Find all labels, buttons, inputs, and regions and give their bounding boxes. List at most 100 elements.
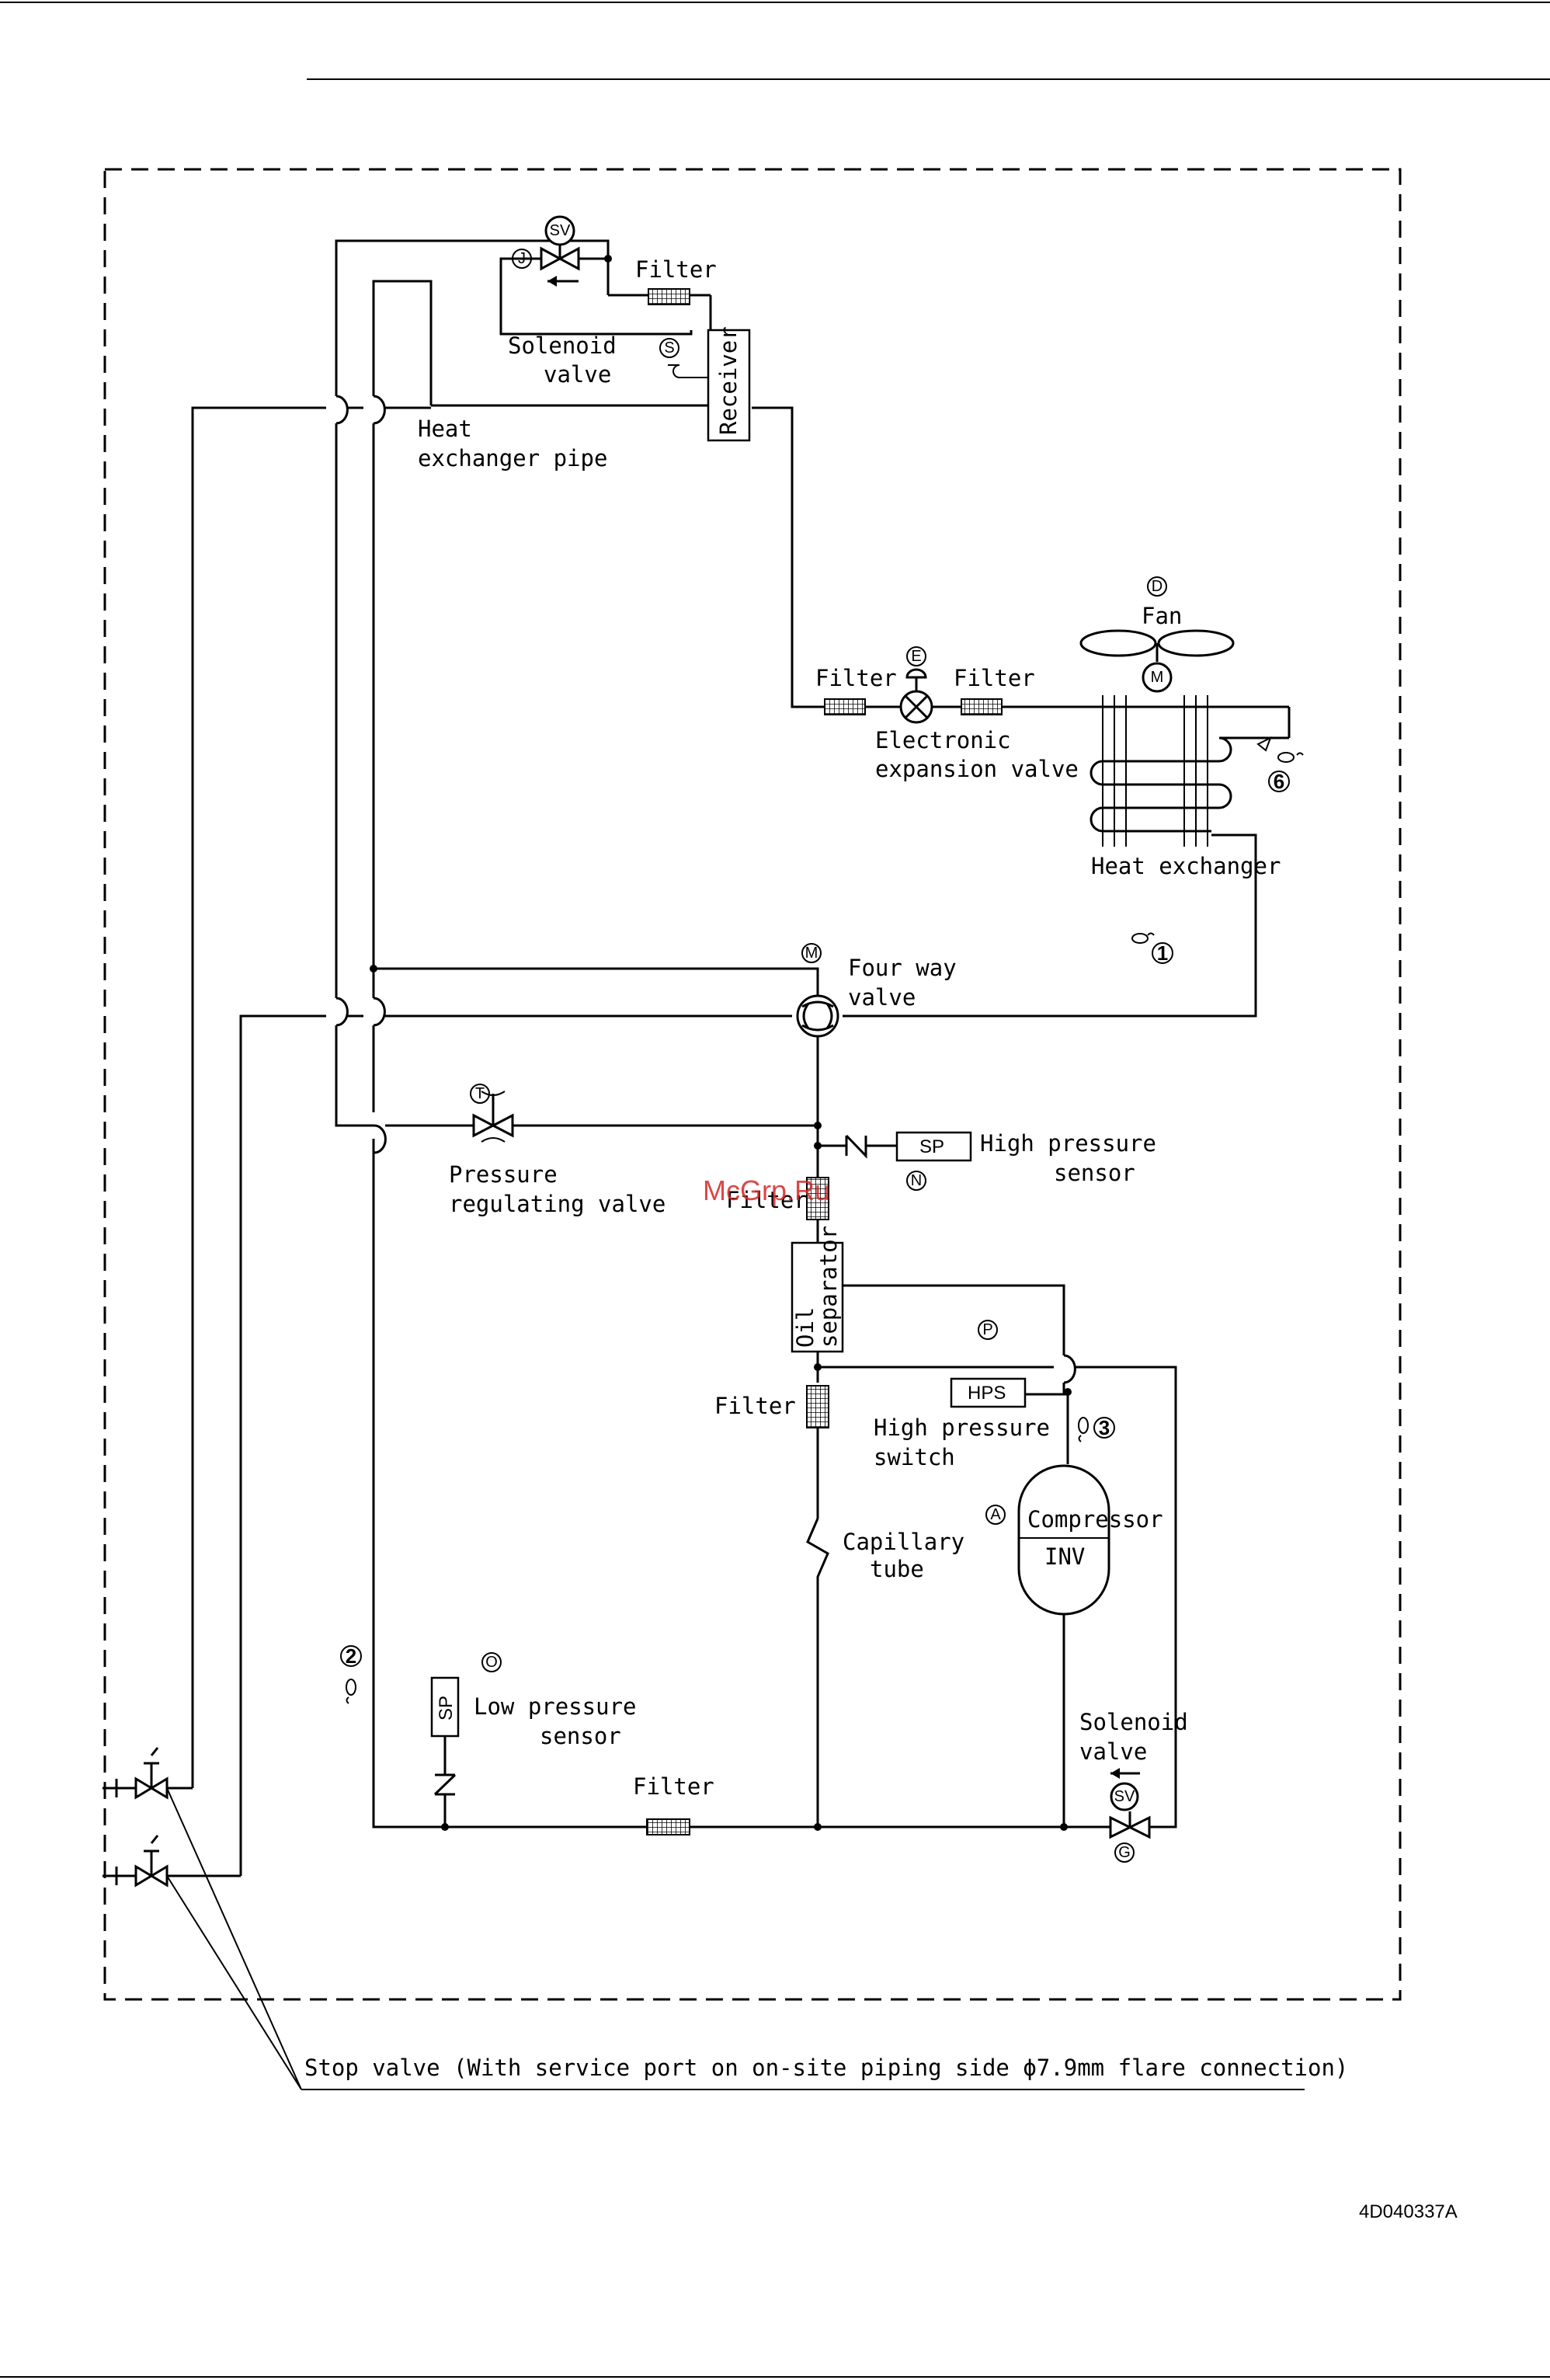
svg-text:N: N: [911, 1172, 922, 1189]
motor-label: M: [1151, 669, 1164, 686]
solenoid-valve-g: SV: [1109, 1768, 1151, 1839]
thermistor-2: 2: [340, 1644, 362, 1704]
solenoid-g-label-2: valve: [1079, 1738, 1147, 1765]
pressure-reg-label-1: Pressure: [449, 1161, 558, 1188]
svg-text:O: O: [485, 1654, 498, 1671]
capillary-label-2: tube: [870, 1556, 924, 1582]
receiver: [707, 329, 751, 442]
solenoid-label-1: Solenoid: [508, 332, 617, 359]
stop-valve-lower: [103, 1835, 241, 1888]
filter-hp-label: Filter: [726, 1187, 808, 1213]
oil-separator: [791, 1241, 844, 1353]
expansion-label-2: expansion valve: [875, 756, 1079, 782]
filter-top: [648, 288, 690, 305]
marker-d: D: [1147, 576, 1167, 597]
svg-text:A: A: [990, 1506, 1001, 1523]
filter-bottom: [646, 1818, 690, 1835]
filter-top-label: Filter: [635, 256, 717, 283]
expansion-label-1: Electronic: [875, 727, 1011, 753]
solenoid-valve-j: SV: [540, 215, 580, 287]
thermistor-6: 6: [1256, 736, 1304, 793]
hp-sensor-label-2: sensor: [1054, 1160, 1135, 1186]
lp-sensor-label-2: sensor: [540, 1723, 621, 1749]
stop-valve-leader: [166, 1787, 1305, 2090]
hp-switch-label-2: switch: [874, 1444, 955, 1470]
pressure-reg-label-2: regulating valve: [449, 1191, 666, 1217]
oil-separator-label-2: separator: [815, 1226, 842, 1348]
svg-text:D: D: [1152, 578, 1162, 595]
filter-capillary-label: Filter: [714, 1393, 796, 1419]
filter-capillary: [806, 1385, 829, 1428]
hps-label: HPS: [968, 1383, 1006, 1404]
marker-s: S: [659, 338, 679, 358]
receiver-sensor: [668, 364, 708, 378]
marker-e: E: [906, 646, 926, 666]
filter-right-expansion: [961, 698, 1003, 715]
marker-j: J: [512, 249, 532, 269]
four-way-label-2: valve: [848, 984, 916, 1011]
low-pressure-sensor-box: [430, 1676, 460, 1738]
hp-sensor-label-1: High pressure: [980, 1130, 1156, 1157]
junction-dots: [370, 255, 1072, 1831]
high-pressure-sensor-box: [895, 1131, 972, 1162]
svg-text:T: T: [475, 1085, 485, 1102]
marker-m: M: [801, 943, 822, 963]
heat-exchanger-pipe-label-1: Heat: [418, 416, 472, 442]
capillary-label-1: Capillary: [843, 1529, 964, 1555]
solenoid-label-2: valve: [544, 361, 611, 388]
filter-bottom-label: Filter: [633, 1773, 714, 1800]
svg-text:2: 2: [346, 1644, 356, 1668]
watermark: McGrp.Ru: [703, 1174, 830, 1206]
compressor: [1017, 1464, 1110, 1616]
filter-left-expansion-label: Filter: [815, 665, 897, 691]
oil-separator-label-1: Oil: [792, 1307, 818, 1348]
electronic-expansion-valve: [899, 668, 933, 724]
filter-right-expansion-label: Filter: [954, 665, 1035, 691]
svg-text:G: G: [1118, 1844, 1131, 1861]
piping: [191, 239, 1291, 1876]
compressor-label: Compressor: [1027, 1506, 1163, 1533]
receiver-label: Receiver: [715, 326, 742, 435]
fan: M: [1079, 629, 1235, 693]
thermistor-3: 3: [1078, 1416, 1115, 1442]
marker-p: P: [978, 1320, 998, 1340]
stop-valve-label: Stop valve (With service port on on-site…: [304, 2055, 1348, 2081]
unit-boundary: [103, 168, 1402, 2001]
thermistor-1: 1: [1131, 932, 1173, 965]
inv-label: INV: [1044, 1543, 1085, 1570]
svg-text:6: 6: [1274, 770, 1284, 793]
check-valve-lp: [433, 1773, 457, 1796]
marker-n: N: [906, 1171, 926, 1191]
hp-switch-label-1: High pressure: [874, 1414, 1050, 1441]
heat-exchanger: [1090, 695, 1289, 847]
check-valve-hp: [845, 1134, 867, 1159]
four-way-label-1: Four way: [848, 955, 957, 981]
filter-left-expansion: [824, 698, 866, 715]
marker-a: A: [985, 1505, 1006, 1525]
pressure-regulating-valve: [472, 1091, 514, 1143]
svg-text:1: 1: [1157, 941, 1168, 965]
marker-g: G: [1114, 1842, 1135, 1863]
svg-text:M: M: [805, 945, 818, 962]
heat-exchanger-pipe-label-2: exchanger pipe: [418, 445, 607, 471]
svg-text:J: J: [518, 250, 526, 267]
svg-text:E: E: [911, 648, 921, 665]
svg-text:3: 3: [1099, 1416, 1110, 1439]
svg-text:P: P: [982, 1321, 992, 1338]
four-way-valve: [796, 994, 839, 1038]
high-pressure-sensor-sp: SP: [919, 1136, 944, 1157]
heat-exchanger-label: Heat exchanger: [1091, 853, 1281, 879]
solenoid-g-label-1: Solenoid: [1079, 1709, 1188, 1735]
lp-sensor-label-1: Low pressure: [474, 1693, 637, 1720]
document-id: 4D040337A: [1359, 2201, 1458, 2222]
fan-label: Fan: [1142, 603, 1182, 629]
marker-t: T: [470, 1084, 490, 1104]
svg-text:S: S: [664, 339, 674, 357]
sv-g-label: SV: [1114, 1788, 1135, 1805]
stop-valve-upper: [103, 1747, 193, 1800]
high-pressure-switch-box: [950, 1377, 1027, 1408]
low-pressure-sensor-sp: SP: [436, 1696, 457, 1721]
marker-o: O: [481, 1652, 502, 1672]
filter-hp: [806, 1177, 829, 1220]
